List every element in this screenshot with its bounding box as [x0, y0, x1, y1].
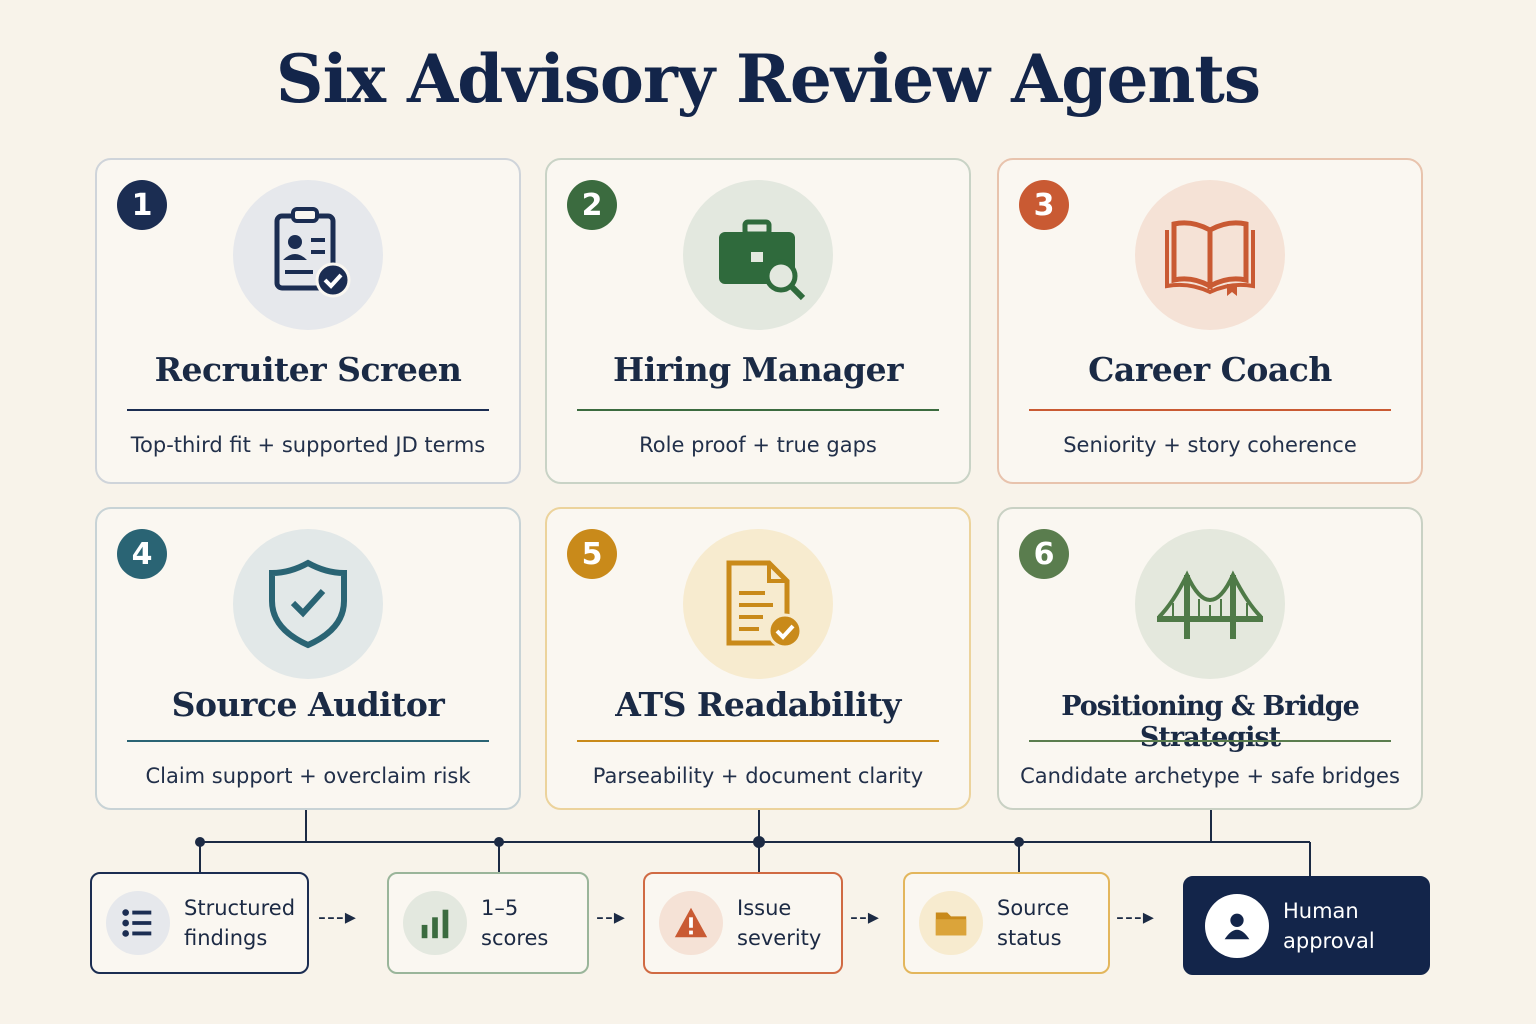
agent-description: Claim support + overclaim risk: [145, 764, 471, 788]
pipeline-step-label: 1–5 scores: [481, 893, 587, 953]
agent-card-recruiter-screen: 1 Recruiter Screen Top-third fit + suppo…: [95, 158, 521, 484]
agent-name: Hiring Manager: [613, 350, 903, 389]
agent-name: Career Coach: [1088, 350, 1332, 389]
pipeline-label-line2: findings: [184, 926, 268, 950]
agent-number-badge: 1: [117, 180, 167, 230]
pipeline-step-label: Issue severity: [737, 893, 821, 953]
agent-divider: [127, 409, 489, 411]
pipeline-step-label: Human approval: [1283, 896, 1375, 956]
bridge-icon: [1135, 529, 1285, 679]
open-book-icon: [1135, 180, 1285, 330]
shield-check-icon: [233, 529, 383, 679]
pipeline-label-line1: 1–5 scores: [481, 896, 549, 950]
agent-name: Source Auditor: [171, 685, 445, 724]
pipeline-label-line2: status: [997, 926, 1062, 950]
agent-name: Positioning & Bridge Strategist: [1061, 691, 1360, 753]
agent-divider: [1029, 409, 1391, 411]
arrow-icon: ---▸: [1116, 905, 1155, 930]
agent-card-ats-readability: 5 ATS Readability Parseability + documen…: [545, 507, 971, 810]
agent-description: Candidate archetype + safe bridges: [1020, 764, 1400, 788]
agent-description: Parseability + document clarity: [592, 764, 924, 788]
agent-name: Recruiter Screen: [154, 350, 462, 389]
pipeline-step-scores: 1–5 scores: [387, 872, 589, 974]
arrow-icon: --▸: [850, 905, 880, 930]
pipeline-label-line1: Issue: [737, 896, 792, 920]
arrow-icon: ---▸: [318, 905, 357, 930]
pipeline-label-line2: approval: [1283, 928, 1375, 953]
document-check-icon: [683, 529, 833, 679]
page-title: Six Advisory Review Agents: [275, 40, 1261, 118]
pipeline-step-source-status: Source status: [903, 872, 1110, 974]
agent-description: Top-third fit + supported JD terms: [130, 433, 486, 457]
pipeline-label-line1: Source: [997, 896, 1070, 920]
agent-divider: [577, 740, 939, 742]
pipeline-step-label: Structured findings: [184, 893, 295, 953]
agent-card-positioning-bridge-strategist: 6 Positioning & Bridge Strategist Candid…: [997, 507, 1423, 810]
agent-divider: [577, 409, 939, 411]
agent-name: ATS Readability: [615, 685, 901, 724]
agent-divider: [127, 740, 489, 742]
agent-number-badge: 3: [1019, 180, 1069, 230]
pipeline-step-label: Source status: [997, 893, 1069, 953]
user-icon: [1205, 893, 1269, 958]
bar-chart-icon: [403, 891, 467, 955]
warning-icon: [659, 891, 723, 955]
pipeline-step-structured-findings: Structured findings: [90, 872, 309, 974]
agent-card-source-auditor: 4 Source Auditor Claim support + overcla…: [95, 507, 521, 810]
agent-description: Role proof + true gaps: [639, 433, 877, 457]
agent-number-badge: 6: [1019, 529, 1069, 579]
briefcase-search-icon: [683, 180, 833, 330]
agent-card-career-coach: 3 Career Coach Seniority + story coheren…: [997, 158, 1423, 484]
pipeline-step-issue-severity: Issue severity: [643, 872, 843, 974]
agent-divider: [1029, 740, 1391, 742]
agent-number-badge: 2: [567, 180, 617, 230]
agent-description: Seniority + story coherence: [1063, 433, 1357, 457]
agent-card-hiring-manager: 2 Hiring Manager Role proof + true gaps: [545, 158, 971, 484]
pipeline-label-line2: severity: [737, 926, 822, 950]
agent-number-badge: 5: [567, 529, 617, 579]
clipboard-check-icon: [233, 180, 383, 330]
arrow-icon: --▸: [596, 905, 626, 930]
pipeline-label-line1: Human: [1283, 898, 1359, 923]
agent-number-badge: 4: [117, 529, 167, 579]
pipeline-label-line1: Structured: [184, 896, 296, 920]
pipeline-step-human-approval: Human approval: [1183, 876, 1430, 975]
folder-icon: [919, 891, 983, 955]
list-icon: [106, 891, 170, 955]
